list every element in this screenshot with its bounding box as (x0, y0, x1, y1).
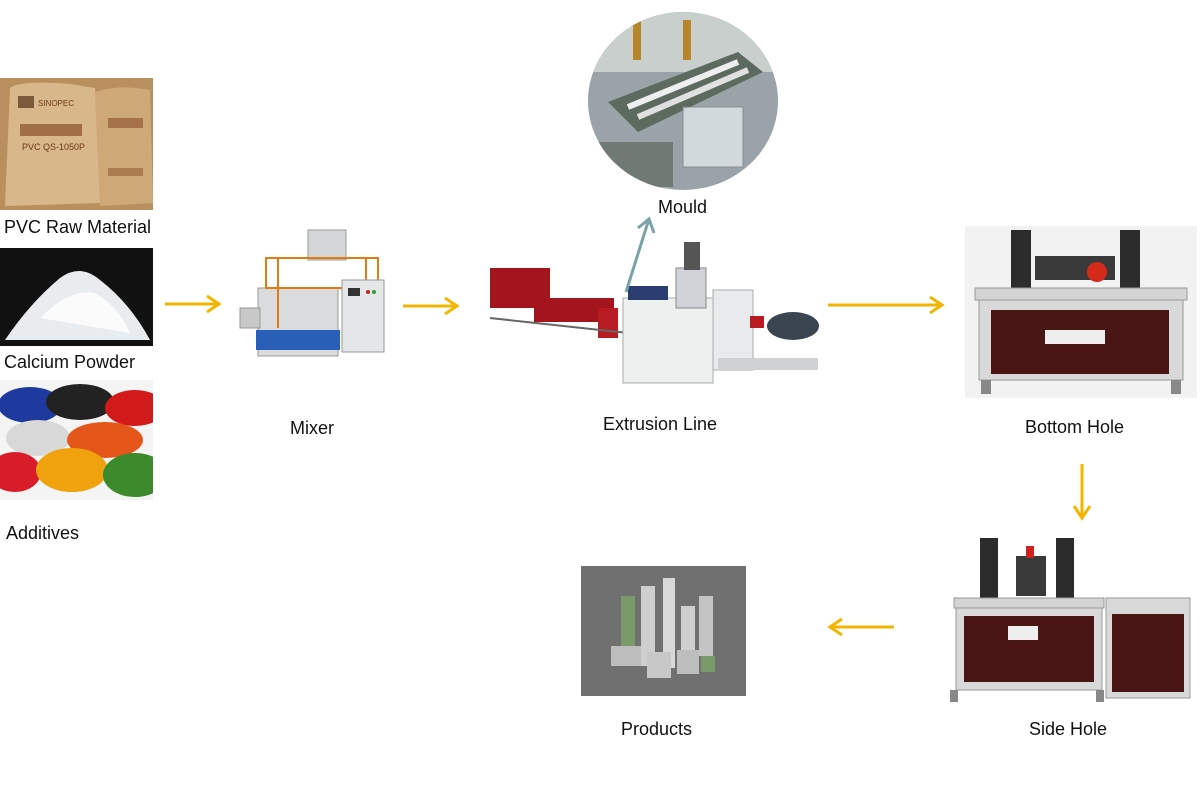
pvc-bags-photo: SINOPEC PVC QS-1050P (0, 78, 153, 210)
mould-label: Mould (658, 197, 708, 217)
calcium-powder-photo (0, 248, 153, 346)
arrow-to-bottom-hole (826, 295, 946, 315)
mixer-photo (238, 228, 390, 360)
mixer-label: Mixer (290, 418, 334, 438)
calcium-powder-label: Calcium Powder (4, 352, 136, 372)
pvc-raw-material-label: PVC Raw Material (4, 217, 152, 237)
bottom-hole-machine-photo (965, 226, 1197, 398)
extrusion-line-photo (488, 238, 824, 388)
arrow-to-products (826, 617, 896, 637)
extrusion-line-label: Extrusion Line (603, 414, 718, 434)
arrow-to-mixer (163, 294, 223, 314)
bag-logo-text: SINOPEC (38, 99, 74, 108)
products-photo (581, 566, 746, 696)
arrow-to-side-hole (1072, 462, 1092, 522)
products-label: Products (621, 719, 693, 739)
arrow-to-extrusion (401, 296, 461, 316)
bottom-hole-label: Bottom Hole (1025, 417, 1125, 437)
side-hole-label: Side Hole (1029, 719, 1108, 739)
bag-grade-text: PVC QS-1050P (22, 142, 85, 152)
side-hole-machine-photo (946, 536, 1196, 704)
additives-label: Additives (6, 523, 80, 543)
arrow-to-mould (620, 216, 660, 296)
mould-photo (588, 12, 778, 190)
additives-photo (0, 380, 153, 500)
